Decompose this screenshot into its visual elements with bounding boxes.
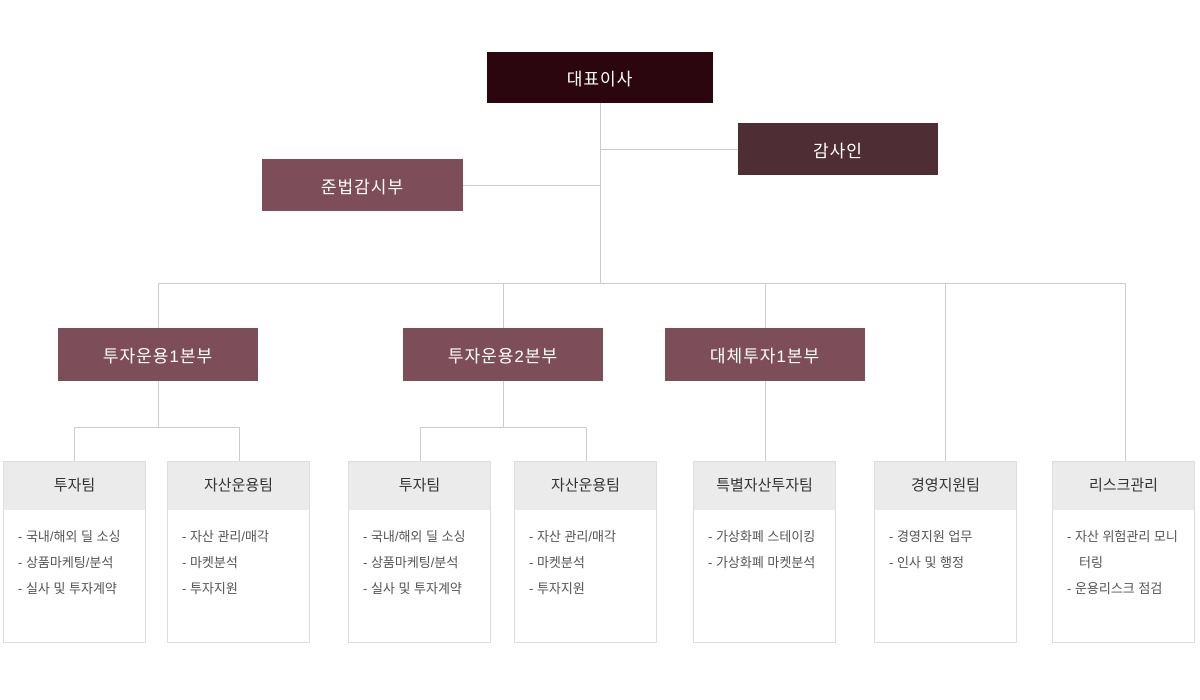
connector-line <box>600 149 738 150</box>
duty-item: - 상품마케팅/분석 <box>18 555 114 570</box>
team-duties: - 가상화폐 스테이킹 - 가상화폐 마켓분석 <box>694 524 835 576</box>
connector-line <box>945 283 946 461</box>
team-title: 자산운용팀 <box>168 462 309 510</box>
connector-line <box>586 427 587 461</box>
connector-line <box>158 381 159 427</box>
connector-line <box>158 283 1125 284</box>
team-box-asset-1: 자산운용팀 - 자산 관리/매각 - 마켓분석 - 투자지원 <box>167 461 310 643</box>
duty-item: - 운용리스크 점검 <box>1067 581 1163 596</box>
division-label: 투자운용2본부 <box>447 347 559 366</box>
duty-item: - 투자지원 <box>529 581 585 596</box>
connector-line <box>1125 283 1126 461</box>
team-title: 경영지원팀 <box>875 462 1016 510</box>
duty-item: - 경영지원 업무 <box>889 529 973 544</box>
auditor-box: 감사인 <box>738 123 938 175</box>
duty-item: - 실사 및 투자계약 <box>18 581 117 596</box>
duty-item: - 자산 관리/매각 <box>529 529 616 544</box>
team-duties: - 경영지원 업무 - 인사 및 행정 <box>875 524 1016 576</box>
ceo-box: 대표이사 <box>487 52 713 103</box>
duty-item: - 상품마케팅/분석 <box>363 555 459 570</box>
team-duties: - 자산 관리/매각 - 마켓분석 - 투자지원 <box>168 524 309 602</box>
duty-item: - 실사 및 투자계약 <box>363 581 462 596</box>
connector-line <box>239 427 240 461</box>
team-duties: - 국내/해외 딜 소싱 - 상품마케팅/분석 - 실사 및 투자계약 <box>349 524 490 602</box>
connector-line <box>74 427 75 461</box>
team-title: 투자팀 <box>4 462 145 510</box>
connector-line <box>463 185 600 186</box>
connector-line <box>765 283 766 328</box>
duty-item: - 투자지원 <box>182 581 238 596</box>
compliance-label: 준법감시부 <box>320 177 405 197</box>
team-title: 특별자산투자팀 <box>694 462 835 510</box>
connector-line <box>765 381 766 461</box>
duty-item: - 인사 및 행정 <box>889 555 964 570</box>
connector-line <box>420 427 586 428</box>
team-duties: - 자산 위험관리 모니터링 - 운용리스크 점검 <box>1053 524 1194 602</box>
duty-item: - 가상화폐 마켓분석 <box>708 555 816 570</box>
team-box-invest-2: 투자팀 - 국내/해외 딜 소싱 - 상품마케팅/분석 - 실사 및 투자계약 <box>348 461 491 643</box>
team-box-special-asset: 특별자산투자팀 - 가상화폐 스테이킹 - 가상화폐 마켓분석 <box>693 461 836 643</box>
duty-item: - 마켓분석 <box>182 555 238 570</box>
duty-item: - 국내/해외 딜 소싱 <box>18 529 121 544</box>
division-box-3: 대체투자1본부 <box>665 328 865 381</box>
connector-line <box>420 427 421 461</box>
duty-item: - 가상화폐 스테이킹 <box>708 529 816 544</box>
connector-line <box>600 103 601 283</box>
compliance-box: 준법감시부 <box>262 159 463 211</box>
connector-line <box>503 381 504 427</box>
division-label: 투자운용1본부 <box>102 347 214 366</box>
team-duties: - 국내/해외 딜 소싱 - 상품마케팅/분석 - 실사 및 투자계약 <box>4 524 145 602</box>
duty-item: - 자산 위험관리 모니터링 <box>1067 529 1178 570</box>
duty-item: - 국내/해외 딜 소싱 <box>363 529 466 544</box>
auditor-label: 감사인 <box>813 141 863 161</box>
division-box-2: 투자운용2본부 <box>403 328 603 381</box>
team-title: 자산운용팀 <box>515 462 656 510</box>
duty-item: - 마켓분석 <box>529 555 585 570</box>
division-box-1: 투자운용1본부 <box>58 328 258 381</box>
duty-item: - 자산 관리/매각 <box>182 529 269 544</box>
team-box-invest-1: 투자팀 - 국내/해외 딜 소싱 - 상품마케팅/분석 - 실사 및 투자계약 <box>3 461 146 643</box>
team-title: 리스크관리 <box>1053 462 1194 510</box>
division-label: 대체투자1본부 <box>709 347 821 366</box>
team-box-asset-2: 자산운용팀 - 자산 관리/매각 - 마켓분석 - 투자지원 <box>514 461 657 643</box>
ceo-label: 대표이사 <box>566 70 634 89</box>
team-title: 투자팀 <box>349 462 490 510</box>
connector-line <box>74 427 240 428</box>
team-duties: - 자산 관리/매각 - 마켓분석 - 투자지원 <box>515 524 656 602</box>
connector-line <box>503 283 504 328</box>
team-box-management-support: 경영지원팀 - 경영지원 업무 - 인사 및 행정 <box>874 461 1017 643</box>
connector-line <box>158 283 159 328</box>
team-box-risk: 리스크관리 - 자산 위험관리 모니터링 - 운용리스크 점검 <box>1052 461 1195 643</box>
